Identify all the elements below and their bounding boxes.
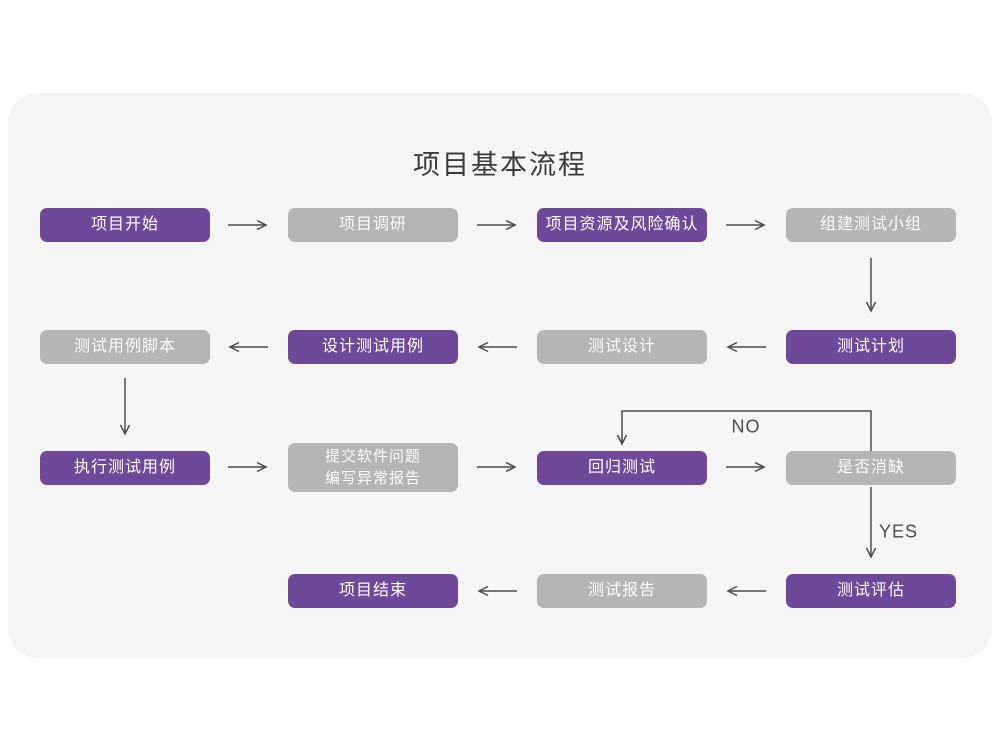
edge-label-yes: YES [879,521,919,542]
node-test-evaluation: 测试评估 [786,574,956,608]
flowchart-card [8,93,992,658]
node-defects-resolved: 是否消缺 [786,451,956,485]
node-execute-test-cases: 执行测试用例 [40,451,210,485]
node-test-plan: 测试计划 [786,330,956,364]
node-regression-test: 回归测试 [537,451,707,485]
node-test-report: 测试报告 [537,574,707,608]
node-design-test-cases: 设计测试用例 [288,330,458,364]
node-project-research: 项目调研 [288,208,458,242]
page-title: 项目基本流程 [413,150,587,180]
node-test-design: 测试设计 [537,330,707,364]
node-test-case-scripts: 测试用例脚本 [40,330,210,364]
node-project-resources-risk-confirmation: 项目资源及风险确认 [537,208,707,242]
edge-label-no: NO [731,416,761,437]
node-submit-issues-write-exception-report: 提交软件问题 编写异常报告 [288,443,458,492]
node-form-test-team: 组建测试小组 [786,208,956,242]
node-project-start: 项目开始 [40,208,210,242]
node-project-end: 项目结束 [288,574,458,608]
